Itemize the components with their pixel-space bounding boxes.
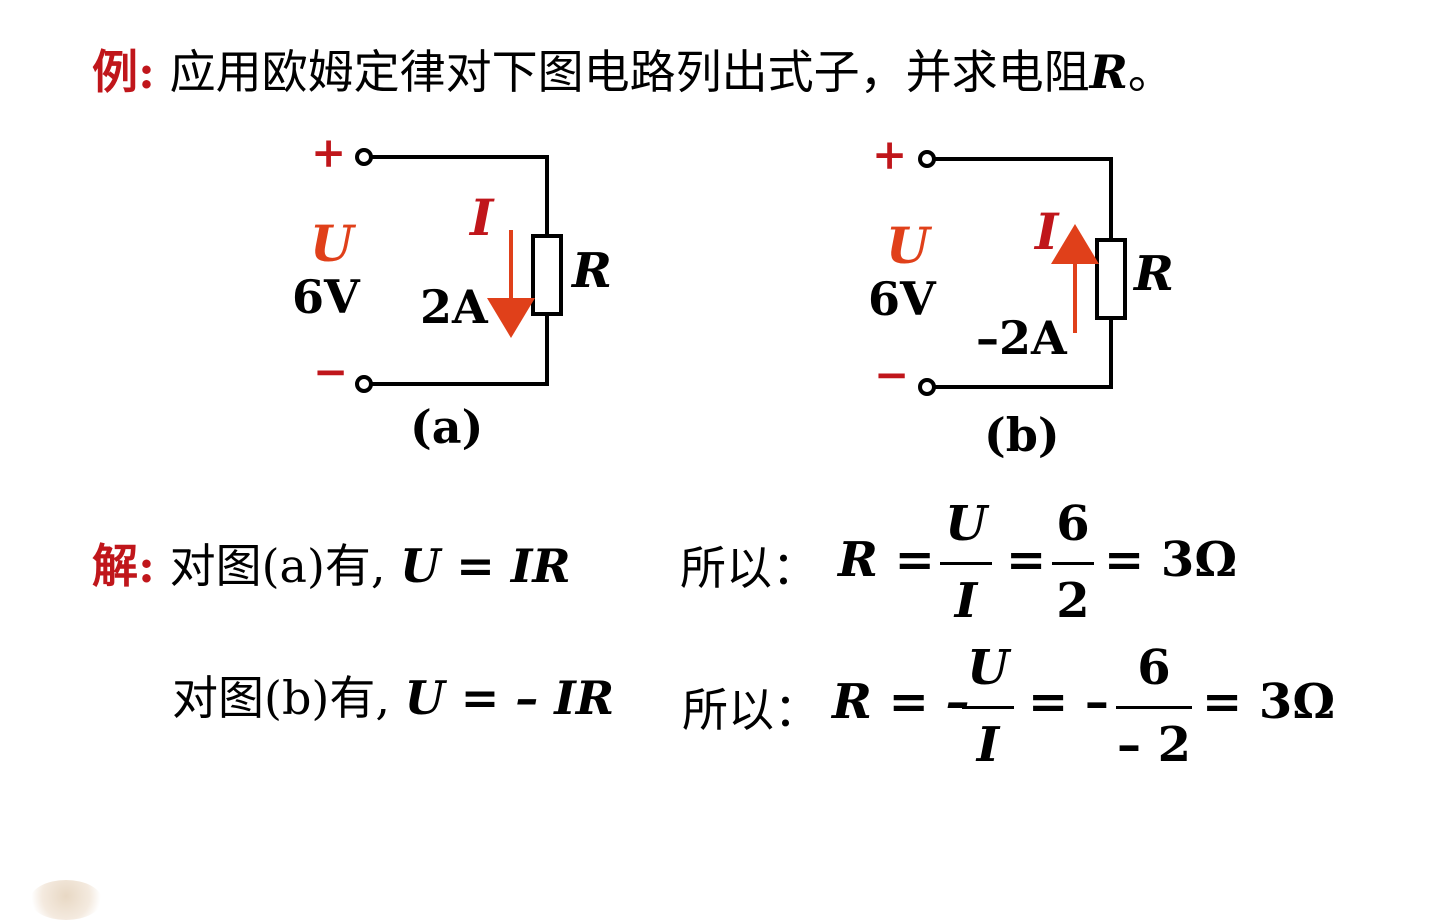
- problem-text: 应用欧姆定律对下图电路列出式子，并求电阻: [154, 45, 1090, 99]
- voltage-symbol-b: U: [886, 216, 930, 275]
- fraction-b1-denominator: I: [976, 717, 1000, 773]
- solution-line-a: 解: 对图(a)有, U = IR: [92, 530, 571, 596]
- fraction-a1-denominator: I: [954, 573, 978, 629]
- resistor-b: [1095, 238, 1127, 320]
- terminal-b-bottom: [918, 378, 936, 396]
- wire-a-bottom: [371, 314, 549, 386]
- current-value-b: –2A: [976, 311, 1067, 365]
- terminal-a-top: [355, 148, 373, 166]
- plus-sign-a: +: [311, 128, 347, 177]
- equals-b: = –: [1028, 674, 1109, 730]
- equation-a: U = IR: [400, 539, 571, 593]
- circuit-diagrams: [355, 148, 1127, 396]
- therefore-a: 所以：: [680, 541, 818, 595]
- fraction-a1-bar: [940, 562, 992, 565]
- result-a: = 3Ω: [1104, 532, 1238, 588]
- resistor-label-b: R: [1134, 246, 1174, 302]
- wire-b-top: [934, 157, 1113, 240]
- voltage-symbol-a: U: [310, 214, 354, 273]
- example-label: 例:: [92, 45, 155, 99]
- fraction-a2-numerator: 6: [1056, 496, 1090, 552]
- resistor-label-a: R: [572, 243, 612, 299]
- fraction-6-over-neg2: 6 – 2: [1116, 644, 1192, 769]
- fraction-u-over-i-a: U I: [940, 500, 992, 625]
- equals-a: =: [1006, 532, 1047, 588]
- caption-b: (b): [984, 408, 1060, 462]
- wire-a-top: [371, 155, 549, 236]
- solution-line-b: 对图(b)有, U = – IR: [172, 662, 614, 728]
- corner-emblem: [30, 880, 102, 920]
- fraction-b2-bar: [1116, 706, 1192, 709]
- circuit-b-wiring: [918, 150, 1127, 396]
- terminal-a-bottom: [355, 375, 373, 393]
- fraction-b2-numerator: 6: [1137, 640, 1171, 696]
- circuit-a-wiring: [355, 148, 563, 393]
- fraction-b1-numerator: U: [967, 640, 1009, 696]
- solution-b-prefix: 对图(b)有,: [172, 671, 405, 725]
- solution-a-prefix: 对图(a)有,: [154, 539, 401, 593]
- r-equals-b: R = –: [832, 674, 970, 730]
- caption-a: (a): [410, 400, 484, 454]
- minus-sign-b: −: [874, 350, 910, 399]
- current-symbol-a: I: [470, 188, 494, 247]
- therefore-b: 所以：: [682, 683, 820, 737]
- fraction-b1-bar: [962, 706, 1014, 709]
- voltage-value-b: 6V: [868, 272, 936, 326]
- current-symbol-b: I: [1035, 202, 1059, 261]
- fraction-u-over-i-b: U I: [962, 644, 1014, 769]
- minus-sign-a: −: [313, 347, 349, 396]
- voltage-value-a: 6V: [292, 270, 360, 324]
- current-value-a: 2A: [420, 280, 488, 334]
- fraction-a2-denominator: 2: [1056, 573, 1090, 629]
- terminal-b-top: [918, 150, 936, 168]
- fraction-b2-denominator: – 2: [1116, 717, 1192, 773]
- fraction-a2-bar: [1052, 562, 1094, 565]
- problem-title: 例: 应用欧姆定律对下图电路列出式子，并求电阻R。: [92, 36, 1174, 102]
- result-b: = 3Ω: [1202, 674, 1336, 730]
- resistor-variable: R: [1089, 45, 1128, 99]
- wire-b-bottom: [934, 318, 1113, 389]
- solution-label: 解:: [92, 539, 155, 593]
- fraction-a1-numerator: U: [945, 496, 987, 552]
- resistor-a: [531, 234, 563, 316]
- fraction-6-over-2: 6 2: [1052, 500, 1094, 625]
- r-equals-a: R =: [838, 532, 935, 588]
- title-period: 。: [1127, 45, 1174, 99]
- plus-sign-b: +: [872, 130, 908, 179]
- equation-b: U = – IR: [404, 671, 615, 725]
